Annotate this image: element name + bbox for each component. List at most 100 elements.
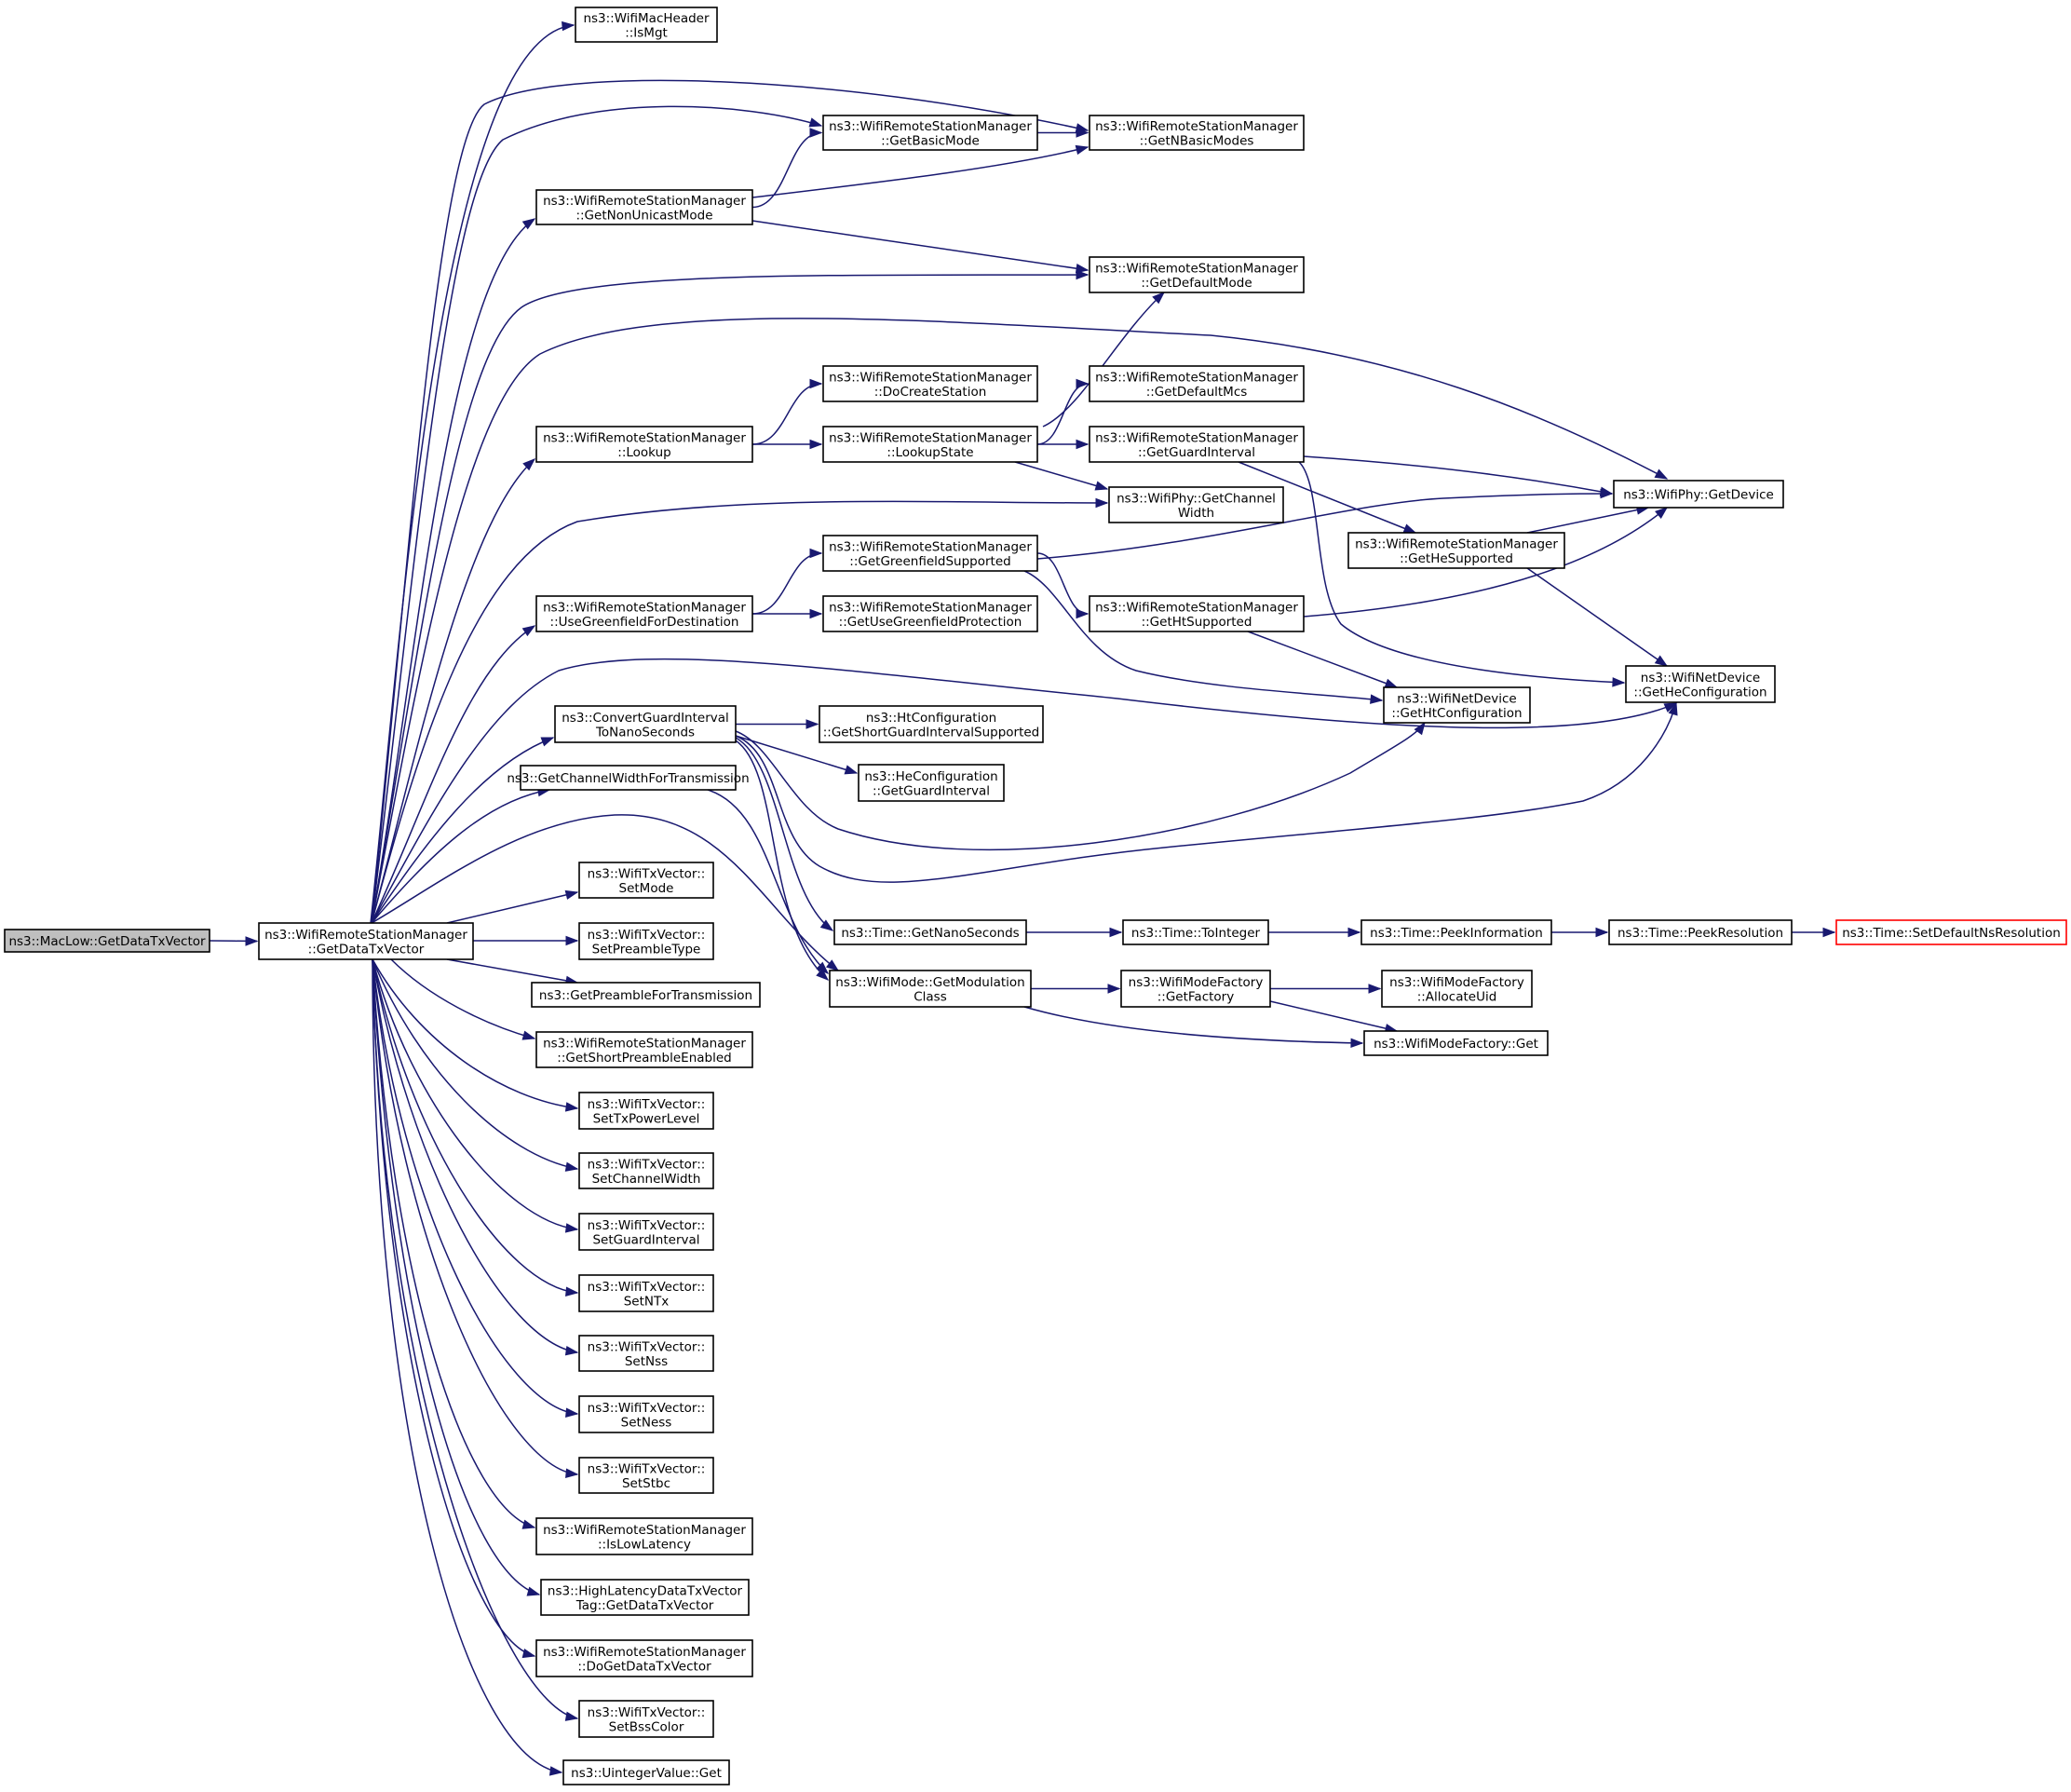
node-SetBssColor[interactable]: ns3::WifiTxVector::SetBssColor bbox=[578, 1700, 714, 1738]
arrowhead bbox=[825, 959, 840, 971]
edge-line bbox=[372, 958, 578, 1353]
node-label-line: ns3::WifiRemoteStationManager bbox=[829, 119, 1032, 134]
node-DoCreateStation[interactable]: ns3::WifiRemoteStationManager::DoCreateS… bbox=[822, 365, 1038, 402]
node-box bbox=[1347, 532, 1565, 569]
arrowhead bbox=[1076, 439, 1090, 450]
node-GetBasicMode[interactable]: ns3::WifiRemoteStationManager::GetBasicM… bbox=[822, 115, 1038, 151]
node-SetChannelWidth[interactable]: ns3::WifiTxVector::SetChannelWidth bbox=[578, 1152, 714, 1189]
node-box bbox=[1363, 1030, 1549, 1056]
node-SetPreambleType[interactable]: ns3::WifiTxVector::SetPreambleType bbox=[578, 922, 714, 960]
node-SetStbc[interactable]: ns3::WifiTxVector::SetStbc bbox=[578, 1457, 714, 1494]
node-label-line: ns3::WifiTxVector:: bbox=[588, 928, 706, 943]
node-SetNess[interactable]: ns3::WifiTxVector::SetNess bbox=[578, 1395, 714, 1433]
node-GetHeConfiguration[interactable]: ns3::WifiNetDevice::GetHeConfiguration bbox=[1625, 665, 1776, 703]
node-label-line: ::GetHtSupported bbox=[1142, 615, 1252, 630]
node-IsLowLatency[interactable]: ns3::WifiRemoteStationManager::IsLowLate… bbox=[535, 1517, 753, 1555]
node-GetShortPreambleEnabled[interactable]: ns3::WifiRemoteStationManager::GetShortP… bbox=[535, 1031, 753, 1068]
node-UseGreenfieldForDestination[interactable]: ns3::WifiRemoteStationManager::UseGreenf… bbox=[535, 595, 753, 632]
node-PeekResolution[interactable]: ns3::Time::PeekResolution bbox=[1608, 919, 1793, 945]
node-GetChannelWidth[interactable]: ns3::WifiPhy::GetChannelWidth bbox=[1108, 486, 1284, 523]
node-SetNss[interactable]: ns3::WifiTxVector::SetNss bbox=[578, 1335, 714, 1372]
node-SetNTx[interactable]: ns3::WifiTxVector::SetNTx bbox=[578, 1274, 714, 1312]
node-GetDevice[interactable]: ns3::WifiPhy::GetDevice bbox=[1613, 480, 1784, 509]
node-box bbox=[1089, 595, 1305, 632]
edge-WRSMGetDataTxVector-to-SetNess bbox=[372, 958, 579, 1418]
node-GetHtSupported[interactable]: ns3::WifiRemoteStationManager::GetHtSupp… bbox=[1089, 595, 1305, 632]
edge-line bbox=[371, 318, 1668, 924]
node-label-line: ns3::WifiRemoteStationManager bbox=[829, 600, 1032, 615]
node-SetTxPowerLevel[interactable]: ns3::WifiTxVector::SetTxPowerLevel bbox=[578, 1092, 714, 1130]
arrowhead bbox=[819, 919, 834, 931]
node-SetMode[interactable]: ns3::WifiTxVector::SetMode bbox=[578, 862, 714, 899]
node-GetUseGreenfieldProtection[interactable]: ns3::WifiRemoteStationManager::GetUseGre… bbox=[822, 595, 1038, 632]
node-SetGuardInterval[interactable]: ns3::WifiTxVector::SetGuardInterval bbox=[578, 1213, 714, 1251]
node-GetPreambleForTransmission[interactable]: ns3::GetPreambleForTransmission bbox=[531, 982, 761, 1008]
node-box bbox=[1360, 919, 1552, 945]
node-PeekInformation[interactable]: ns3::Time::PeekInformation bbox=[1360, 919, 1552, 945]
node-GetHtConfiguration[interactable]: ns3::WifiNetDevice::GetHtConfiguration bbox=[1383, 686, 1531, 724]
arrowhead bbox=[1107, 984, 1121, 994]
arrowhead bbox=[1370, 694, 1384, 704]
edge-GetGreenfieldSupported-to-GetDevice bbox=[1036, 488, 1614, 560]
node-box bbox=[578, 1152, 714, 1189]
node-Lookup[interactable]: ns3::WifiRemoteStationManager::Lookup bbox=[535, 426, 753, 463]
edge-ConvertGuardInterval-to-GetHeConfiguration bbox=[735, 701, 1678, 883]
edge-WRSMGetDataTxVector-to-HighLatencyTag bbox=[372, 958, 541, 1596]
edge-ConvertGuardInterval-to-GetModulationClass bbox=[735, 740, 830, 981]
arrowhead bbox=[1668, 701, 1678, 716]
edge-GetModulationClass-to-WifiModeFactoryGet bbox=[1023, 1006, 1364, 1049]
node-GetChannelWidthForTransmission[interactable]: ns3::GetChannelWidthForTransmission bbox=[507, 765, 750, 791]
arrowhead bbox=[809, 439, 823, 450]
node-GetGuardInterval[interactable]: ns3::WifiRemoteStationManager::GetGuardI… bbox=[1089, 426, 1305, 463]
edge-line bbox=[1036, 493, 1613, 560]
edge-line bbox=[707, 789, 829, 974]
node-MacLowGetDataTxVector[interactable]: ns3::MacLow::GetDataTxVector bbox=[4, 929, 210, 953]
node-box bbox=[1613, 480, 1784, 509]
node-WRSMGetDataTxVector[interactable]: ns3::WifiRemoteStationManager::GetDataTx… bbox=[258, 922, 474, 960]
node-label-line: ns3::Time::SetDefaultNsResolution bbox=[1842, 926, 2061, 941]
node-AllocateUid[interactable]: ns3::WifiModeFactory::AllocateUid bbox=[1381, 970, 1533, 1008]
edge-GetGuardInterval-to-GetHeConfiguration bbox=[1298, 461, 1626, 687]
edge-line bbox=[390, 958, 535, 1039]
node-HighLatencyTag[interactable]: ns3::HighLatencyDataTxVectorTag::GetData… bbox=[540, 1579, 750, 1616]
node-GetDefaultMcs[interactable]: ns3::WifiRemoteStationManager::GetDefaul… bbox=[1089, 365, 1305, 402]
arrowhead bbox=[1076, 378, 1090, 389]
edge-Lookup-to-LookupState bbox=[752, 439, 823, 450]
node-GetNBasicModes[interactable]: ns3::WifiRemoteStationManager::GetNBasic… bbox=[1089, 115, 1305, 151]
node-GetNanoSeconds[interactable]: ns3::Time::GetNanoSeconds bbox=[833, 919, 1027, 945]
edge-line bbox=[1303, 507, 1668, 618]
node-ToInteger[interactable]: ns3::Time::ToInteger bbox=[1122, 919, 1269, 945]
node-WifiModeFactoryGet[interactable]: ns3::WifiModeFactory::Get bbox=[1363, 1030, 1549, 1056]
node-DoGetDataTxVector[interactable]: ns3::WifiRemoteStationManager::DoGetData… bbox=[535, 1639, 753, 1677]
node-box bbox=[554, 705, 737, 743]
node-box bbox=[1089, 365, 1305, 402]
node-label-line: ::GetHtConfiguration bbox=[1391, 706, 1522, 721]
node-box bbox=[578, 1457, 714, 1494]
node-label-line: ns3::WifiRemoteStationManager bbox=[543, 430, 746, 445]
edge-WRSMGetDataTxVector-to-UseGreenfieldForDestination bbox=[371, 625, 536, 924]
edge-line bbox=[735, 735, 858, 774]
node-HeGetGuardInterval[interactable]: ns3::HeConfiguration::GetGuardInterval bbox=[858, 764, 1005, 802]
node-SetDefaultNsResolution[interactable]: ns3::Time::SetDefaultNsResolution bbox=[1835, 919, 2067, 945]
node-GetShortGuardIntervalSupported[interactable]: ns3::HtConfiguration::GetShortGuardInter… bbox=[819, 705, 1044, 743]
node-box bbox=[1608, 919, 1793, 945]
edge-line bbox=[370, 24, 575, 924]
node-UintegerValueGet[interactable]: ns3::UintegerValue::Get bbox=[562, 1759, 730, 1785]
edge-WRSMGetDataTxVector-to-GetPreambleForTransmission bbox=[446, 958, 579, 985]
node-GetGreenfieldSupported[interactable]: ns3::WifiRemoteStationManager::GetGreenf… bbox=[822, 535, 1038, 572]
arrowhead bbox=[565, 1407, 579, 1418]
node-label-line: ns3::HtConfiguration bbox=[866, 711, 996, 726]
node-label-line: SetNTx bbox=[624, 1294, 670, 1309]
edge-WRSMGetDataTxVector-to-GetBasicMode bbox=[371, 105, 823, 924]
node-GetDefaultMode[interactable]: ns3::WifiRemoteStationManager::GetDefaul… bbox=[1089, 256, 1305, 293]
node-GetFactory[interactable]: ns3::WifiModeFactory::GetFactory bbox=[1120, 970, 1271, 1008]
node-IsMgt[interactable]: ns3::WifiMacHeader::IsMgt bbox=[575, 7, 718, 43]
arrowhead bbox=[1152, 292, 1166, 305]
node-LookupState[interactable]: ns3::WifiRemoteStationManager::LookupSta… bbox=[822, 426, 1038, 463]
node-GetNonUnicastMode[interactable]: ns3::WifiRemoteStationManager::GetNonUni… bbox=[535, 189, 753, 225]
node-box bbox=[535, 1639, 753, 1677]
edge-GetGreenfieldSupported-to-GetHtConfiguration bbox=[1023, 570, 1384, 704]
node-GetHeSupported[interactable]: ns3::WifiRemoteStationManager::GetHeSupp… bbox=[1347, 532, 1565, 569]
